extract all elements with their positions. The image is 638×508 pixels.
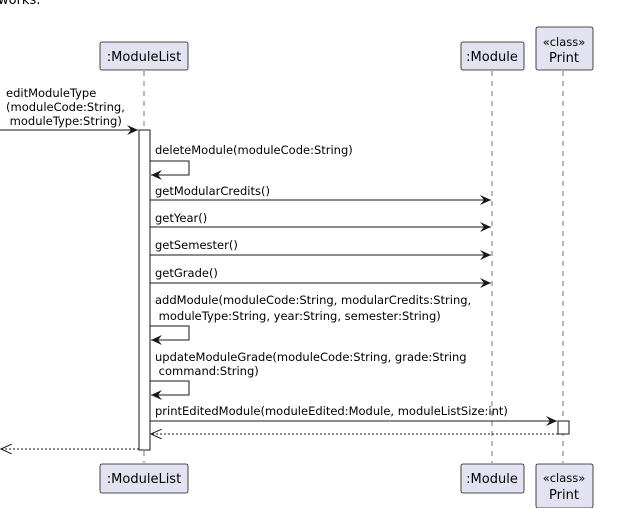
svg-text:command:String): command:String) — [155, 364, 259, 378]
message-get-grade: getGrade() — [150, 266, 491, 288]
svg-text::ModuleList: :ModuleList — [107, 50, 181, 65]
svg-text:editModuleType: editModuleType — [6, 86, 96, 100]
svg-text:getYear(): getYear() — [155, 211, 207, 225]
cropped-top-text: works. — [0, 0, 40, 8]
svg-text:Print: Print — [549, 488, 579, 503]
message-get-year: getYear() — [150, 211, 491, 232]
participant-module-bottom[interactable]: :Module — [460, 463, 525, 494]
svg-text:updateModuleGrade(moduleCode:S: updateModuleGrade(moduleCode:String, gra… — [155, 350, 467, 364]
message-print-edited-module: printEditedModule(moduleEdited:Module, m… — [150, 404, 557, 426]
svg-text:printEditedModule(moduleEdited: printEditedModule(moduleEdited:Module, m… — [155, 404, 508, 418]
participant-modulelist-bottom[interactable]: :ModuleList — [99, 463, 189, 494]
svg-text:getGrade(): getGrade() — [155, 266, 218, 280]
message-add-module: addModule(moduleCode:String, modularCred… — [150, 293, 471, 345]
svg-text::ModuleList: :ModuleList — [107, 472, 181, 487]
message-update-module-grade: updateModuleGrade(moduleCode:String, gra… — [150, 350, 467, 400]
svg-text:addModule(moduleCode:String, m: addModule(moduleCode:String, modularCred… — [155, 293, 471, 307]
svg-text:moduleType:String): moduleType:String) — [6, 114, 122, 128]
svg-text:deleteModule(moduleCode:String: deleteModule(moduleCode:String) — [155, 143, 353, 157]
participant-module-top[interactable]: :Module — [460, 41, 525, 71]
svg-text:«class»: «class» — [543, 35, 586, 49]
svg-text:moduleType:String, year:String: moduleType:String, year:String, semester… — [155, 309, 441, 323]
participant-print-bottom[interactable]: «class» Print — [535, 463, 594, 508]
activation-print — [557, 420, 570, 435]
participant-print-top[interactable]: «class» Print — [535, 26, 594, 71]
svg-text:Print: Print — [549, 51, 579, 66]
activation-modulelist — [138, 129, 151, 451]
message-get-modular-credits: getModularCredits() — [150, 184, 491, 205]
message-edit-module-type: editModuleType (moduleCode:String, modul… — [0, 86, 138, 135]
participant-modulelist-top[interactable]: :ModuleList — [99, 41, 189, 71]
svg-text:getModularCredits(): getModularCredits() — [155, 184, 270, 198]
svg-text:«class»: «class» — [543, 471, 586, 485]
svg-text:(moduleCode:String,: (moduleCode:String, — [6, 100, 125, 114]
message-delete-module: deleteModule(moduleCode:String) — [150, 143, 353, 180]
svg-text::Module: :Module — [466, 472, 518, 487]
svg-text::Module: :Module — [466, 50, 518, 65]
message-get-semester: getSemester() — [150, 238, 491, 260]
svg-text:getSemester(): getSemester() — [155, 238, 238, 252]
